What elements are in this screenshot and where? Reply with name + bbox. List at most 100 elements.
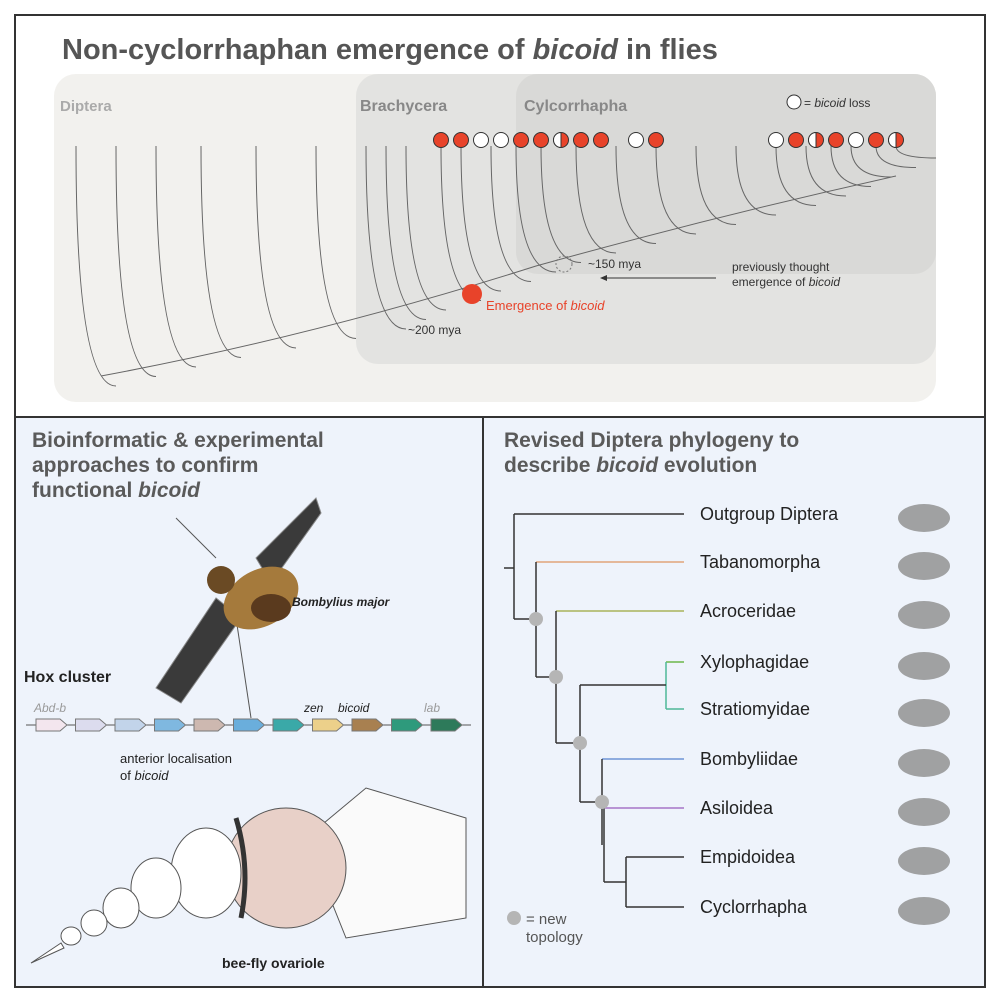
legend-line2: topology: [526, 929, 583, 946]
anterior-line2: of bicoid: [120, 768, 169, 783]
tree-branch: [735, 145, 777, 216]
hox-gene-6: [272, 718, 305, 732]
gene-abdb-label: Abd-b: [33, 701, 66, 715]
tree-branch: [850, 145, 892, 178]
tip-state-present: [453, 132, 469, 148]
tip-state-half: [808, 131, 824, 149]
hox-genes: [35, 718, 463, 732]
tree-branch: [115, 145, 157, 377]
new-topology-legend-icon: [507, 911, 521, 925]
loss-legend: = bicoid loss: [804, 96, 870, 110]
tree-branch: [655, 145, 697, 235]
hox-gene-5: [233, 718, 266, 732]
tip-state-present: [828, 132, 844, 148]
bee-fly-illustration: [155, 497, 322, 719]
tree-branch: [75, 145, 117, 387]
fly-silhouette-icon: [898, 552, 950, 580]
previous-line1: previously thought: [732, 260, 830, 274]
fly-silhouette-icon: [898, 601, 950, 629]
loss-legend-icon: [786, 94, 802, 110]
species-label: Bombylius major: [292, 595, 391, 609]
tree-branch: [515, 145, 557, 273]
tip-state-present: [433, 132, 449, 148]
new-topology-node: [529, 612, 543, 626]
hox-gene-0: [35, 718, 68, 732]
tip-state-loss: [848, 132, 864, 148]
new-topology-node: [573, 736, 587, 750]
tree-branch: [805, 145, 847, 197]
taxon-label: Bombyliidae: [700, 749, 798, 769]
diptera-label: Diptera: [60, 98, 112, 115]
tree-branch: [255, 145, 297, 349]
arrow-head-icon: [600, 275, 607, 281]
left-title: Bioinformatic & experimental approaches …: [32, 428, 324, 503]
tip-state-present: [593, 132, 609, 148]
tree-branch: [460, 145, 502, 292]
phylogeny-panel: Revised Diptera phylogeny to describe bi…: [482, 416, 986, 988]
fly-silhouette-icon: [898, 897, 950, 925]
title-italic: bicoid: [532, 34, 618, 66]
taxon-label: Outgroup Diptera: [700, 504, 839, 524]
taxon-label: Acroceridae: [700, 601, 796, 621]
taxon-label: Cyclorrhapha: [700, 897, 808, 917]
tip-state-present: [868, 132, 884, 148]
top-panel: Non-cyclorrhaphan emergence of bicoid in…: [14, 14, 986, 418]
main-title: Non-cyclorrhaphan emergence of bicoid in…: [62, 34, 718, 67]
experimental-panel: Bioinformatic & experimental approaches …: [14, 416, 484, 988]
hox-gene-7: [312, 718, 345, 732]
title-text: Non-cyclorrhaphan emergence of: [62, 34, 533, 66]
taxon-label: Xylophagidae: [700, 652, 809, 672]
previous-line2: emergence of bicoid: [732, 275, 840, 289]
left-title-line2: approaches to confirm: [32, 454, 259, 477]
tree-branch: [365, 145, 407, 330]
new-topology-node: [549, 670, 563, 684]
fly-silhouette-icon: [898, 652, 950, 680]
tip-states: [433, 131, 904, 149]
taxon-label: Tabanomorpha: [700, 552, 821, 572]
right-title-line2: describe bicoid evolution: [504, 454, 758, 477]
tip-state-present: [788, 132, 804, 148]
left-title-line1: Bioinformatic & experimental: [32, 429, 324, 452]
tip-state-present: [533, 132, 549, 148]
cyclorrhapha-background: [516, 74, 936, 274]
age-150: ~150 mya: [588, 257, 641, 271]
tree-branch: [575, 145, 617, 254]
hox-cluster-label: Hox cluster: [24, 669, 111, 686]
tree-branch: [775, 145, 817, 206]
gene-lab-label: lab: [424, 701, 440, 715]
right-title-line1: Revised Diptera phylogeny to: [504, 429, 800, 452]
tree-branch: [540, 145, 582, 263]
hox-gene-3: [154, 718, 187, 732]
age-200: ~200 mya: [408, 323, 461, 337]
hox-gene-1: [75, 718, 108, 732]
anterior-line1: anterior localisation: [120, 751, 232, 766]
taxon-label: Asiloidea: [700, 798, 774, 818]
tip-state-loss: [493, 132, 509, 148]
ovariole-label: bee-fly ovariole: [222, 955, 325, 971]
tree-branch: [830, 145, 872, 187]
left-illustrations: Bombylius major Hox cluster Abd-b zen bi…: [24, 497, 471, 971]
right-title: Revised Diptera phylogeny to describe bi…: [504, 428, 799, 478]
tree-branch: [695, 145, 737, 225]
emergence-marker: [462, 284, 482, 304]
tree-backbone: [100, 175, 897, 377]
tip-state-loss: [768, 132, 784, 148]
tree-branch: [155, 145, 197, 368]
tip-state-half: [888, 131, 904, 149]
emergence-label: Emergence of bicoid: [486, 298, 605, 313]
dipteran-tree: Diptera Brachycera Cylcorrhapha = bicoid…: [54, 74, 937, 402]
hox-gene-2: [114, 718, 147, 732]
new-topology-node: [595, 795, 609, 809]
tree-branch: [615, 145, 657, 244]
taxon-label: Empidoidea: [700, 847, 796, 867]
hox-gene-9: [391, 718, 424, 732]
tip-state-present: [648, 132, 664, 148]
gene-bicoid-label: bicoid: [338, 701, 370, 715]
tree-branch: [200, 145, 242, 358]
tree-branch: [405, 145, 447, 311]
brachycera-label: Brachycera: [360, 98, 447, 115]
taxon-label: Stratiomyidae: [700, 699, 810, 719]
tree-branch: [490, 145, 532, 282]
previous-emergence-marker: [555, 255, 573, 273]
